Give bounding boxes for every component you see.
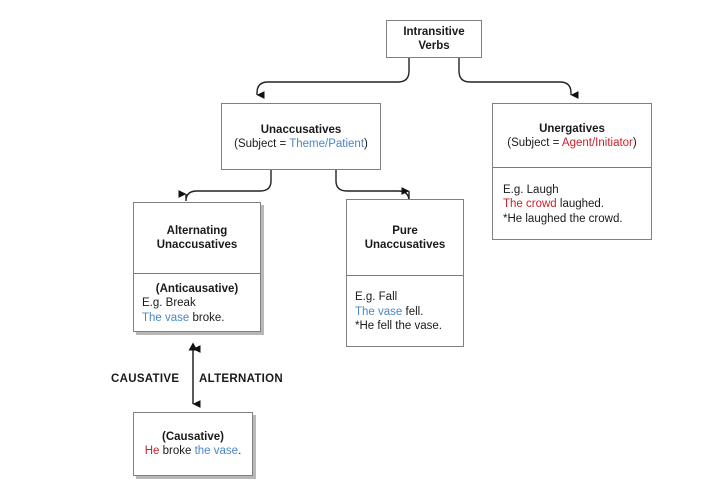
example-subject: The crowd	[503, 198, 557, 211]
node-title-line1: Pure	[392, 224, 418, 237]
example-grammatical: The vase fell.	[355, 305, 455, 320]
example-ungrammatical: *He fell the vase.	[355, 320, 442, 333]
subject-role-value: Agent/Initiator	[561, 136, 633, 149]
sentence-verb: broke	[159, 445, 195, 457]
edge-label-alternation: ALTERNATION	[199, 373, 284, 385]
subject-role-value: Theme/Patient	[289, 137, 365, 150]
example-label: E.g. Laugh	[503, 183, 559, 196]
node-body: (Causative) He broke the vase.	[134, 413, 252, 475]
node-title-line1: Intransitive	[403, 26, 465, 38]
node-subtype: (Causative)	[162, 430, 224, 443]
example-predicate: laughed.	[556, 198, 605, 211]
node-alternating-unaccusatives[interactable]: Alternating Unaccusatives (Anticausative…	[133, 202, 261, 332]
node-pure-unaccusatives[interactable]: Pure Unaccusatives E.g. Fall The vase fe…	[346, 199, 464, 347]
example-sentence: He broke the vase.	[142, 444, 244, 459]
example-subject: The vase	[142, 311, 190, 324]
edge-label-causative: CAUSATIVE	[111, 373, 180, 385]
node-subtype: (Anticausative)	[155, 282, 239, 295]
example-label: E.g. Fall	[355, 291, 398, 304]
sentence-period: .	[238, 445, 242, 457]
example-ungrammatical: *He laughed the crowd.	[503, 212, 623, 225]
node-examples: E.g. Laugh The crowd laughed. *He laughe…	[493, 167, 651, 241]
example-predicate: fell.	[402, 305, 424, 318]
subject-suffix: )	[632, 136, 637, 149]
node-header: Alternating Unaccusatives	[134, 203, 260, 273]
node-title-line2: Verbs	[418, 40, 450, 52]
example-label: E.g. Break	[142, 297, 196, 310]
subject-prefix: (Subject =	[507, 136, 562, 149]
example-predicate: broke.	[189, 311, 225, 324]
node-intransitive-verbs[interactable]: Intransitive Verbs	[386, 20, 482, 58]
node-subject-role: (Subject = Theme/Patient)	[230, 137, 372, 151]
node-title-line2: Unaccusatives	[156, 239, 238, 251]
edge-root-to-unaccusatives	[256, 58, 410, 99]
subject-prefix: (Subject =	[234, 137, 290, 150]
node-title-line1: Alternating	[166, 225, 228, 237]
sentence-subject: He	[144, 445, 160, 457]
node-header: Pure Unaccusatives	[347, 200, 463, 275]
node-examples: E.g. Fall The vase fell. *He fell the va…	[347, 275, 463, 348]
node-title-line2: Unaccusatives	[364, 238, 446, 251]
node-unergatives[interactable]: Unergatives (Subject = Agent/Initiator) …	[492, 103, 652, 240]
node-title: Unaccusatives	[260, 123, 342, 136]
node-body: Unaccusatives (Subject = Theme/Patient)	[222, 104, 380, 169]
subject-suffix: )	[364, 137, 368, 150]
node-causative[interactable]: (Causative) He broke the vase.	[133, 412, 253, 476]
example-subject: The vase	[355, 305, 403, 318]
edge-root-to-unergatives	[458, 58, 579, 99]
node-body: Intransitive Verbs	[387, 21, 481, 57]
edge-unaccusatives-to-pure	[335, 170, 410, 202]
node-header: Unergatives (Subject = Agent/Initiator)	[493, 104, 651, 167]
example-grammatical: The crowd laughed.	[503, 197, 643, 212]
node-title: Unergatives	[539, 122, 605, 135]
node-unaccusatives[interactable]: Unaccusatives (Subject = Theme/Patient)	[221, 103, 381, 170]
edge-unaccusatives-to-alternating	[178, 170, 272, 202]
arrowhead-up	[188, 342, 198, 351]
example-grammatical: The vase broke.	[142, 311, 252, 326]
node-subject-role: (Subject = Agent/Initiator)	[501, 136, 643, 150]
sentence-object: the vase	[194, 445, 239, 457]
node-examples: (Anticausative) E.g. Break The vase brok…	[134, 273, 260, 333]
